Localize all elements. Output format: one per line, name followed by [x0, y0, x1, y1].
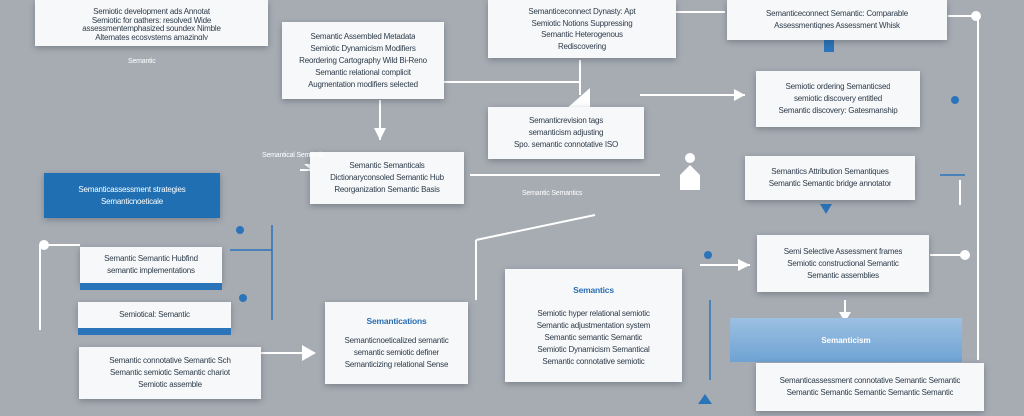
- block-line: Semiotic constructional Semantic: [787, 258, 899, 268]
- block-line: Semantic discovery: Gatesmanship: [778, 106, 898, 115]
- block-line: Alternates ecosystems amazingly: [95, 32, 208, 41]
- block-line: Semanticrevision tags: [528, 116, 604, 125]
- accent-bar: [80, 283, 222, 290]
- block-left-3: Semantic connotative Semantic Sch Semant…: [79, 347, 261, 399]
- block-line: Semanticassessment connotative Semantic …: [779, 376, 961, 385]
- block-line: Semantic adjustmentation system: [536, 320, 651, 330]
- block-title: Semantics: [573, 284, 614, 295]
- block-line: Reorganization Semantic Basis: [334, 185, 440, 194]
- block-line: Semiotic Dynamicism Semantical: [537, 344, 650, 354]
- block-line: semantic implementations: [107, 266, 195, 275]
- block-line: Semantic Semantic Hubfind: [104, 254, 198, 263]
- block-line: semanticism adjusting: [528, 128, 604, 137]
- block-title: Semantications: [366, 316, 427, 326]
- block-line: Semanticeconnect Dynasty: Apt: [528, 7, 636, 16]
- floating-label: Semantical Semantic: [262, 152, 324, 159]
- block-line: Spo. semantic connotative ISO: [513, 140, 619, 149]
- block-line: Semi Selective Assessment frames: [783, 246, 903, 256]
- floating-label: Semantic Semantics: [522, 190, 583, 197]
- block-top-left: Semiotic development ads Annotat Semioti…: [35, 0, 268, 46]
- block-left-1: Semantic Semantic Hubfind semantic imple…: [80, 247, 222, 283]
- block-line: assessmentemphasized soundex Nimble: [82, 24, 221, 32]
- block-line: Semantic Semanticals: [349, 161, 425, 170]
- block-line: Semantic assemblies: [807, 270, 879, 280]
- block-line: Semantic Semantic bridge annotator: [768, 179, 892, 188]
- block-right-1: Semiotic ordering Semanticsed semiotic d…: [756, 71, 920, 127]
- block-line: Semantic connotative semiotic: [542, 356, 645, 366]
- block-left-blue: Semanticassessment strategies Semanticno…: [44, 173, 220, 218]
- block-line: Semiotic Notions Suppressing: [531, 18, 633, 28]
- block-line: Assessmentiqnes Assessment Whisk: [774, 21, 900, 30]
- block-line: Semiotical: Semantic: [119, 310, 190, 319]
- block-bottom-band: Semanticism: [730, 318, 962, 362]
- block-line: Semiotic ordering Semanticsed: [785, 82, 891, 91]
- block-line: Semiotic for gathers: resolved Wide: [91, 15, 212, 24]
- band-title: Semanticism: [821, 335, 871, 345]
- accent-bar: [78, 328, 231, 335]
- block-line: Semantic connotative Semantic Sch: [109, 356, 231, 365]
- block-right-3: Semi Selective Assessment frames Semioti…: [757, 235, 929, 292]
- block-line: Semanticizing relational Sense: [344, 360, 449, 369]
- block-line: Dictionaryconsoled Semantic Hub: [330, 173, 444, 182]
- block-line: Semiotic development ads Annotat: [93, 7, 210, 15]
- block-line: Semiotic assemble: [138, 380, 202, 389]
- block-line: Semiotic Dynamicism Modifiers: [310, 43, 416, 53]
- block-top-center: Semanticeconnect Dynasty: Apt Semiotic N…: [488, 0, 676, 58]
- block-bottom-center: Semantics Semiotic hyper relational semi…: [505, 269, 682, 382]
- block-line: Semantic relational complicit: [315, 67, 411, 77]
- block-mid-center: Semanticrevision tags semanticism adjust…: [488, 107, 644, 159]
- block-line: Augmentation modifiers selected: [308, 79, 418, 89]
- block-left-2: Semiotical: Semantic: [78, 302, 231, 328]
- block-line: Semanticnoeticale: [101, 196, 163, 206]
- block-center: Semantic Semanticals Dictionaryconsoled …: [310, 152, 464, 204]
- block-line: Semanticeconnect Semantic: Comparable: [765, 9, 908, 18]
- block-line: Semiotic hyper relational semiotic: [537, 308, 650, 318]
- block-bottom-mid: Semantications Semanticnoeticalized sema…: [325, 302, 468, 384]
- block-bottom-right: Semanticassessment connotative Semantic …: [756, 363, 984, 411]
- block-top-center-left: Semantic Assembled Metadata Semiotic Dyn…: [282, 22, 444, 99]
- block-line: Semantic Assembled Metadata: [310, 31, 416, 41]
- block-line: Semantic semantic Semantic: [544, 332, 643, 342]
- block-line: Semantic semiotic Semantic chariot: [110, 368, 230, 377]
- block-top-right: Semanticeconnect Semantic: Comparable As…: [727, 0, 947, 40]
- block-line: Semantics Attribution Semantiques: [771, 167, 889, 176]
- block-line: Reordering Cartography Wild Bi-Reno: [299, 55, 427, 65]
- block-line: Semanticnoeticalized semantic: [344, 336, 449, 345]
- block-line: Semantic Semantic Semantic Semantic Sema…: [786, 388, 954, 397]
- block-line: Semantic Heterogenous: [541, 30, 623, 39]
- floating-label: Semantic: [128, 58, 156, 65]
- block-line: semiotic discovery entitled: [794, 94, 882, 103]
- block-line: Rediscovering: [557, 41, 607, 51]
- block-line: Semanticassessment strategies: [78, 184, 186, 194]
- block-line: semantic semiotic definer: [353, 348, 440, 357]
- block-right-2: Semantics Attribution Semantiques Semant…: [745, 156, 915, 200]
